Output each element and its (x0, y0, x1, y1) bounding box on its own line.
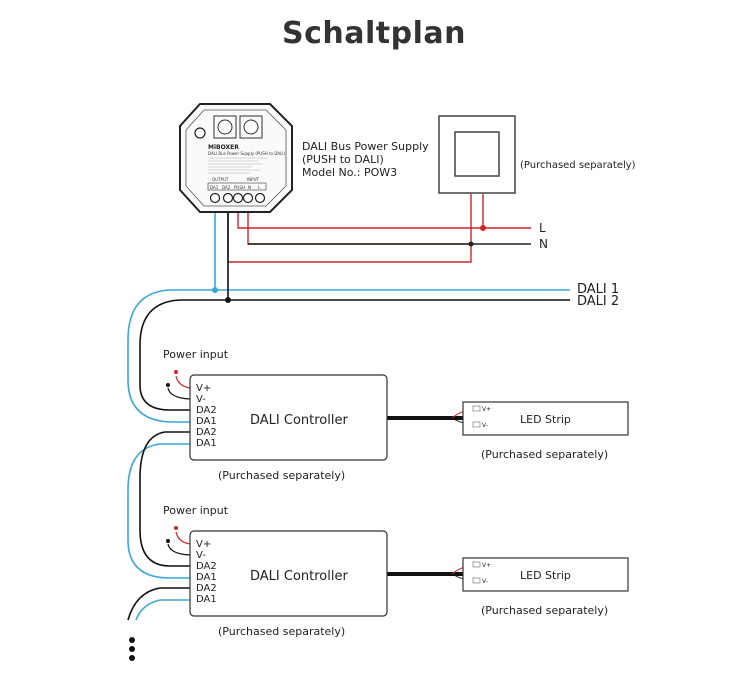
ps-product-line: DALI Bus Power Supply (PUSH to DALI) (208, 151, 285, 156)
dali-controller-1: DALI Controller V+ V- DA2 DA1 DA2 DA1 (189, 374, 388, 461)
led-strip-1-pin-vminus: V- (482, 422, 488, 429)
strip-cables (387, 416, 463, 576)
push-switch-button-icon (454, 131, 500, 177)
controller-2-terminal-vplus: V+ (196, 539, 211, 550)
address-dial-icon (213, 115, 237, 139)
led-strip-2-pin-vminus: V- (482, 578, 488, 585)
controller-2-terminal-da1b: DA1 (196, 594, 217, 605)
bus-junctions (212, 287, 231, 303)
controller-2-terminal-vminus: V- (196, 550, 206, 561)
controller-1-terminal-da1b: DA1 (196, 438, 217, 449)
led-strip-1-pin-vplus: V+ (482, 406, 491, 413)
controller-1-terminal-da2b: DA2 (196, 427, 217, 438)
ps-brand: MiBOXER (208, 144, 239, 151)
mains-n-label: N (539, 237, 548, 251)
controller-2-terminal-da2b: DA2 (196, 583, 217, 594)
controller-1-terminal-vplus: V+ (196, 383, 211, 394)
push-switch (438, 115, 516, 194)
controller-1-terminal-vminus: V- (196, 394, 206, 405)
ps-terminal-da1: DA1 (210, 185, 219, 190)
ps-input-label: INPUT (247, 177, 260, 182)
controller-2-terminal-da2a: DA2 (196, 561, 217, 572)
controller-2-name: DALI Controller (250, 569, 348, 584)
mains-l-label: L (539, 221, 546, 235)
diagram-title: Schaltplan (282, 16, 466, 51)
ps-model: Model No.: POW3 (302, 166, 397, 179)
dali1-bus-wires (127, 208, 570, 621)
power-input-leads (167, 375, 191, 556)
address-dial-icon-2 (239, 115, 263, 139)
ps-terminal-screws (209, 192, 266, 204)
controller-2-terminal-da1a: DA1 (196, 572, 217, 583)
controller-2-power-input: Power input (163, 504, 229, 517)
bus-dali2-label: DALI 2 (577, 294, 619, 309)
dali2-bus-wires (127, 208, 570, 621)
power-input-terminals (166, 370, 178, 543)
controller-2-note: (Purchased separately) (218, 625, 345, 638)
junction-dots (468, 225, 486, 247)
push-switch-note: (Purchased separately) (520, 160, 636, 171)
controller-1-power-input: Power input (163, 348, 229, 361)
led-strip-1-note: (Purchased separately) (481, 448, 608, 461)
ps-terminal-n: N (248, 185, 251, 190)
ps-output-label: OUTPUT (212, 177, 229, 182)
bus-dali1-label: DALI 1 (577, 282, 619, 297)
ps-terminal-push: PUSH (234, 185, 245, 190)
continuation-ellipsis-icon (129, 637, 135, 661)
led-strip-1: V+ V- LED Strip (462, 401, 629, 436)
controller-1-terminal-da1a: DA1 (196, 416, 217, 427)
ps-terminal-da2: DA2 (222, 185, 231, 190)
ps-name-line2: (PUSH to DALI) (302, 153, 384, 166)
led-strip-2: V+ V- LED Strip (462, 557, 629, 592)
led-strip-2-name: LED Strip (520, 569, 571, 582)
led-strip-2-note: (Purchased separately) (481, 604, 608, 617)
dali-controller-2: DALI Controller V+ V- DA2 DA1 DA2 DA1 (189, 530, 388, 617)
ps-name-line1: DALI Bus Power Supply (302, 140, 429, 153)
led-strip-2-pin-vplus: V+ (482, 562, 491, 569)
controller-1-terminal-da2a: DA2 (196, 405, 217, 416)
controller-1-name: DALI Controller (250, 413, 348, 428)
controller-1-note: (Purchased separately) (218, 469, 345, 482)
dali-power-supply: MiBOXER DALI Bus Power Supply (PUSH to D… (179, 103, 293, 213)
led-strip-1-name: LED Strip (520, 413, 571, 426)
ps-terminal-l: L (258, 185, 261, 190)
push-button-icon (194, 127, 206, 139)
